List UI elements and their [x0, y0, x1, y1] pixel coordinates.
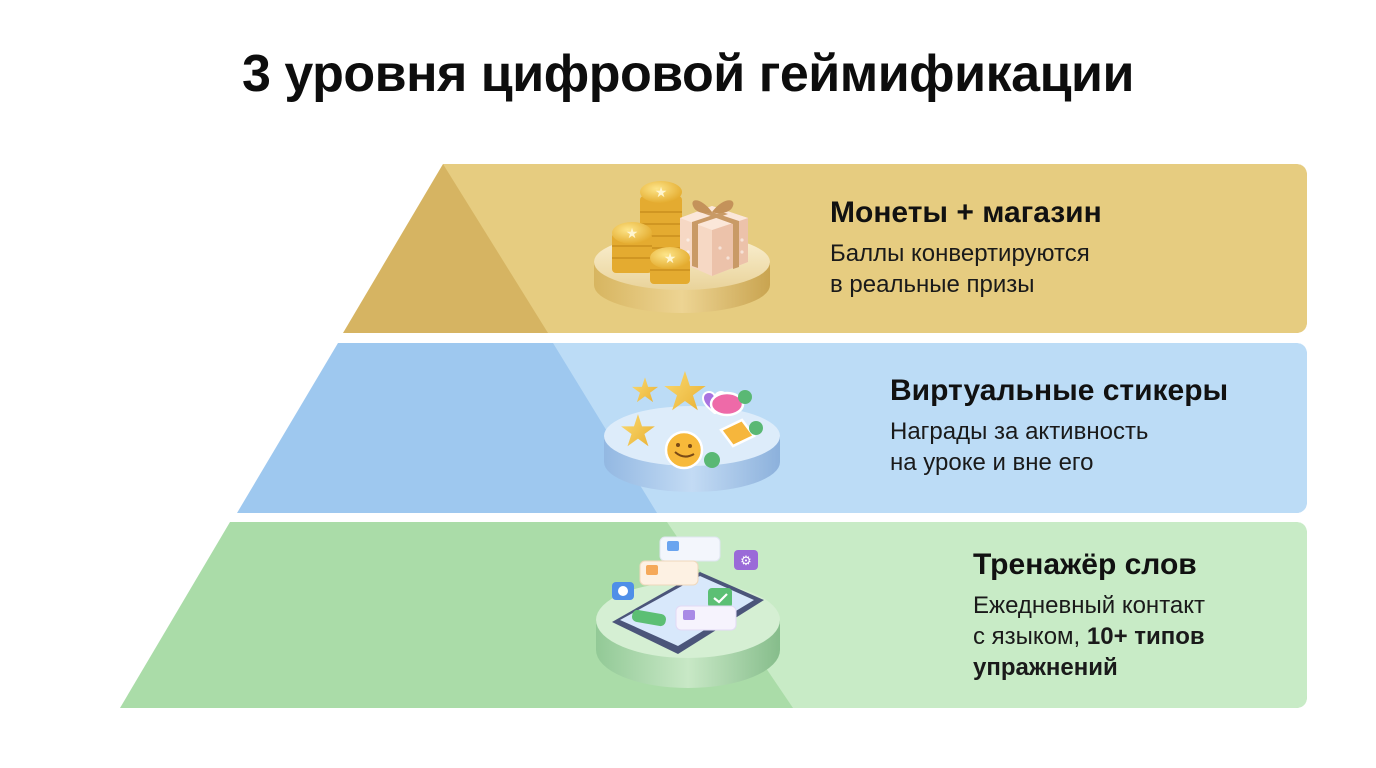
level-2-heading: Виртуальные стикеры [890, 374, 1229, 407]
svg-text:★: ★ [655, 184, 668, 200]
level-3-heading: Тренажёр слов [973, 548, 1197, 581]
star-icon: ★ [661, 362, 709, 422]
page-title: 3 уровня цифровой геймификации [241, 45, 1135, 103]
level-3-desc-plain: с языком, [973, 623, 1087, 650]
star-icon: ★ [618, 407, 657, 456]
level-1-desc-line2: в реальные призы [830, 271, 1035, 298]
level-3-desc-line3: упражнений [973, 652, 1205, 683]
svg-text:★: ★ [626, 225, 639, 241]
svg-text:★: ★ [664, 250, 677, 266]
level-1-desc-line1: Баллы конвертируются [830, 240, 1090, 267]
level-3-desc-line2: с языком, 10+ типов [973, 621, 1205, 652]
level-2-desc-line1: Награды за активность [890, 418, 1149, 445]
level-1-text: Монеты + магазин Баллы конвертируются в … [830, 196, 1102, 300]
svg-text:⚙: ⚙ [740, 553, 752, 568]
coins-and-gift-icon: ★ ★ [594, 181, 770, 313]
level-2-text: Виртуальные стикеры Награды за активност… [890, 374, 1228, 478]
star-icon: ★ [630, 372, 660, 410]
level-2-desc-line2: на уроке и вне его [890, 449, 1094, 476]
level-3-desc-line1: Ежедневный контакт [973, 592, 1206, 619]
level-1-heading: Монеты + магазин [830, 196, 1102, 229]
level-1-band [343, 164, 1307, 333]
level-3-desc-bold-2: упражнений [973, 654, 1118, 681]
stickers-stars-icon: ★ ★ ★ [604, 362, 780, 492]
level-3-text: Тренажёр слов Ежедневный контакт с языко… [973, 548, 1205, 683]
phone-app-cards-icon: ⚙ [596, 536, 780, 688]
level-3-desc-bold: 10+ типов [1086, 623, 1205, 650]
